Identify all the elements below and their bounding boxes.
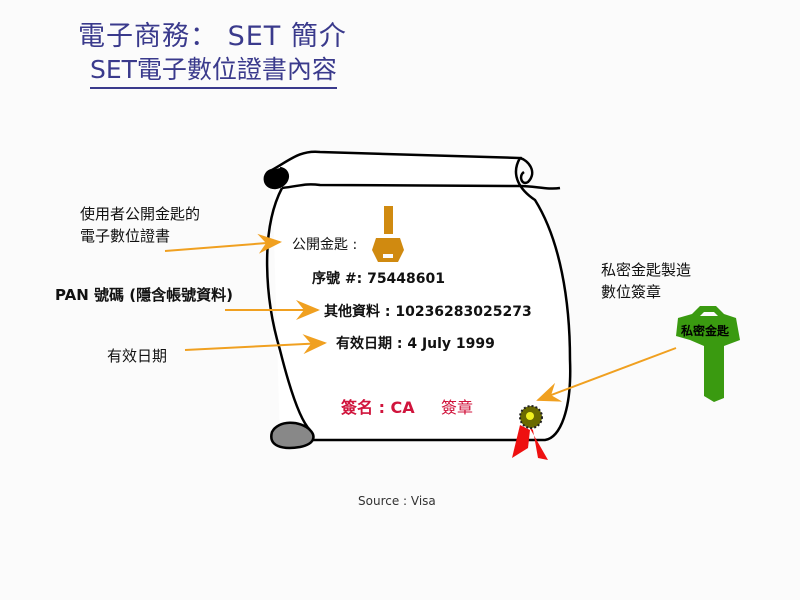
arrow-cert: [164, 233, 282, 254]
slide-title: 電子商務： SET 簡介: [78, 21, 347, 52]
label-validity: 有效日期: [107, 347, 168, 365]
private-key-icon: [676, 306, 740, 402]
cert-seal-label: 簽章: [441, 398, 474, 417]
arrow-private-key: [536, 347, 677, 402]
slide-subtitle: SET電子數位證書內容: [90, 50, 337, 89]
label-pan: PAN 號碼 (隱含帳號資料): [55, 286, 233, 304]
label-private-line1: 私密金匙製造: [601, 261, 692, 279]
seal-icon: [512, 405, 548, 460]
label-cert-line2: 電子數位證書: [80, 227, 171, 245]
scroll-icon: [263, 150, 572, 450]
cert-signature: 簽名 : CA: [341, 398, 415, 417]
public-key-icon: [372, 206, 404, 262]
private-key-label: 私密金匙: [681, 324, 730, 338]
cert-other-data: 其他資料 : 10236283025273: [324, 304, 532, 320]
label-private-line2: 數位簽章: [601, 283, 662, 301]
arrow-validity: [184, 334, 327, 355]
source-note: Source : Visa: [358, 494, 436, 508]
cert-valid-date: 有效日期 : 4 July 1999: [336, 336, 495, 352]
cert-public-key: 公開金匙 :: [292, 237, 358, 253]
cert-serial: 序號 #: 75448601: [312, 271, 446, 287]
label-cert-line1: 使用者公開金匙的: [80, 205, 201, 223]
arrows: [164, 233, 677, 402]
